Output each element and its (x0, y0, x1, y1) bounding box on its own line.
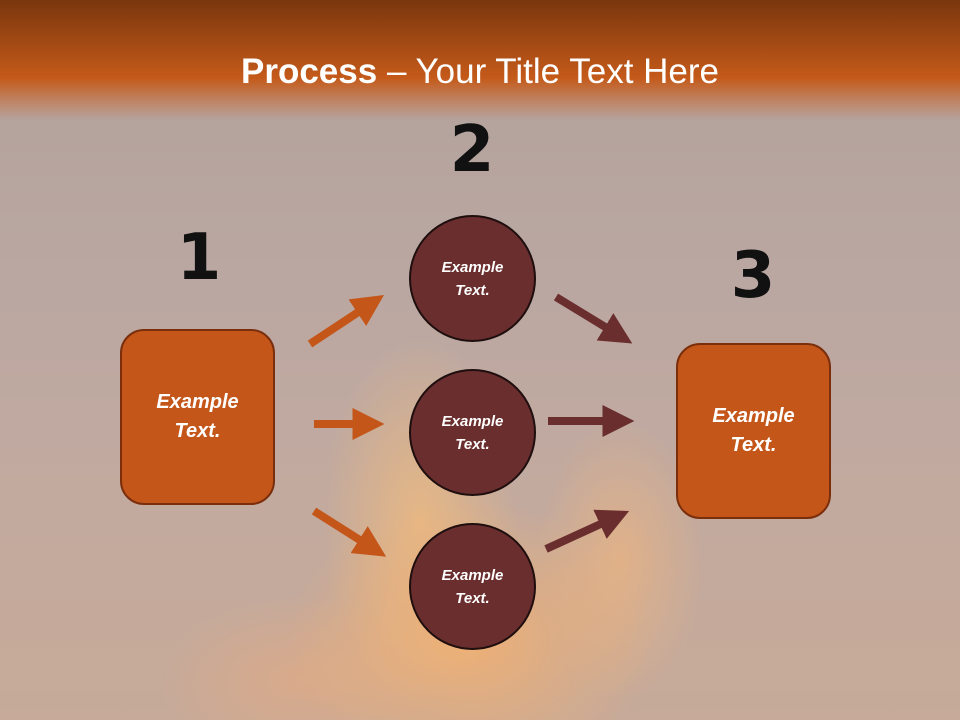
arrow-box-to-top-circle (307, 295, 385, 348)
left-box-text: Example Text. (156, 391, 239, 442)
step-number-3: 3 (730, 239, 776, 313)
arrow-box-to-bottom-circle (311, 507, 387, 557)
title-rest: – Your Title Text Here (377, 52, 719, 91)
circle-bottom-text: Example Text. (441, 566, 504, 607)
step-number-2: 2 (449, 113, 495, 187)
title-bar (0, 0, 960, 120)
arrow-bottom-circle-to-box (544, 509, 630, 553)
circle-top: Example Text. (409, 215, 536, 342)
circle-middle: Example Text. (409, 369, 536, 496)
step-number-1: 1 (176, 221, 222, 295)
right-box: Example Text. (676, 343, 831, 519)
left-box: Example Text. (120, 329, 275, 505)
circle-bottom: Example Text. (409, 523, 536, 650)
arrow-top-circle-to-box (553, 293, 633, 344)
circle-middle-text: Example Text. (441, 412, 504, 453)
right-box-text: Example Text. (712, 405, 795, 456)
circle-top-text: Example Text. (441, 258, 504, 299)
slide-title: Process – Your Title Text Here (0, 52, 960, 92)
title-bold: Process (241, 52, 378, 91)
